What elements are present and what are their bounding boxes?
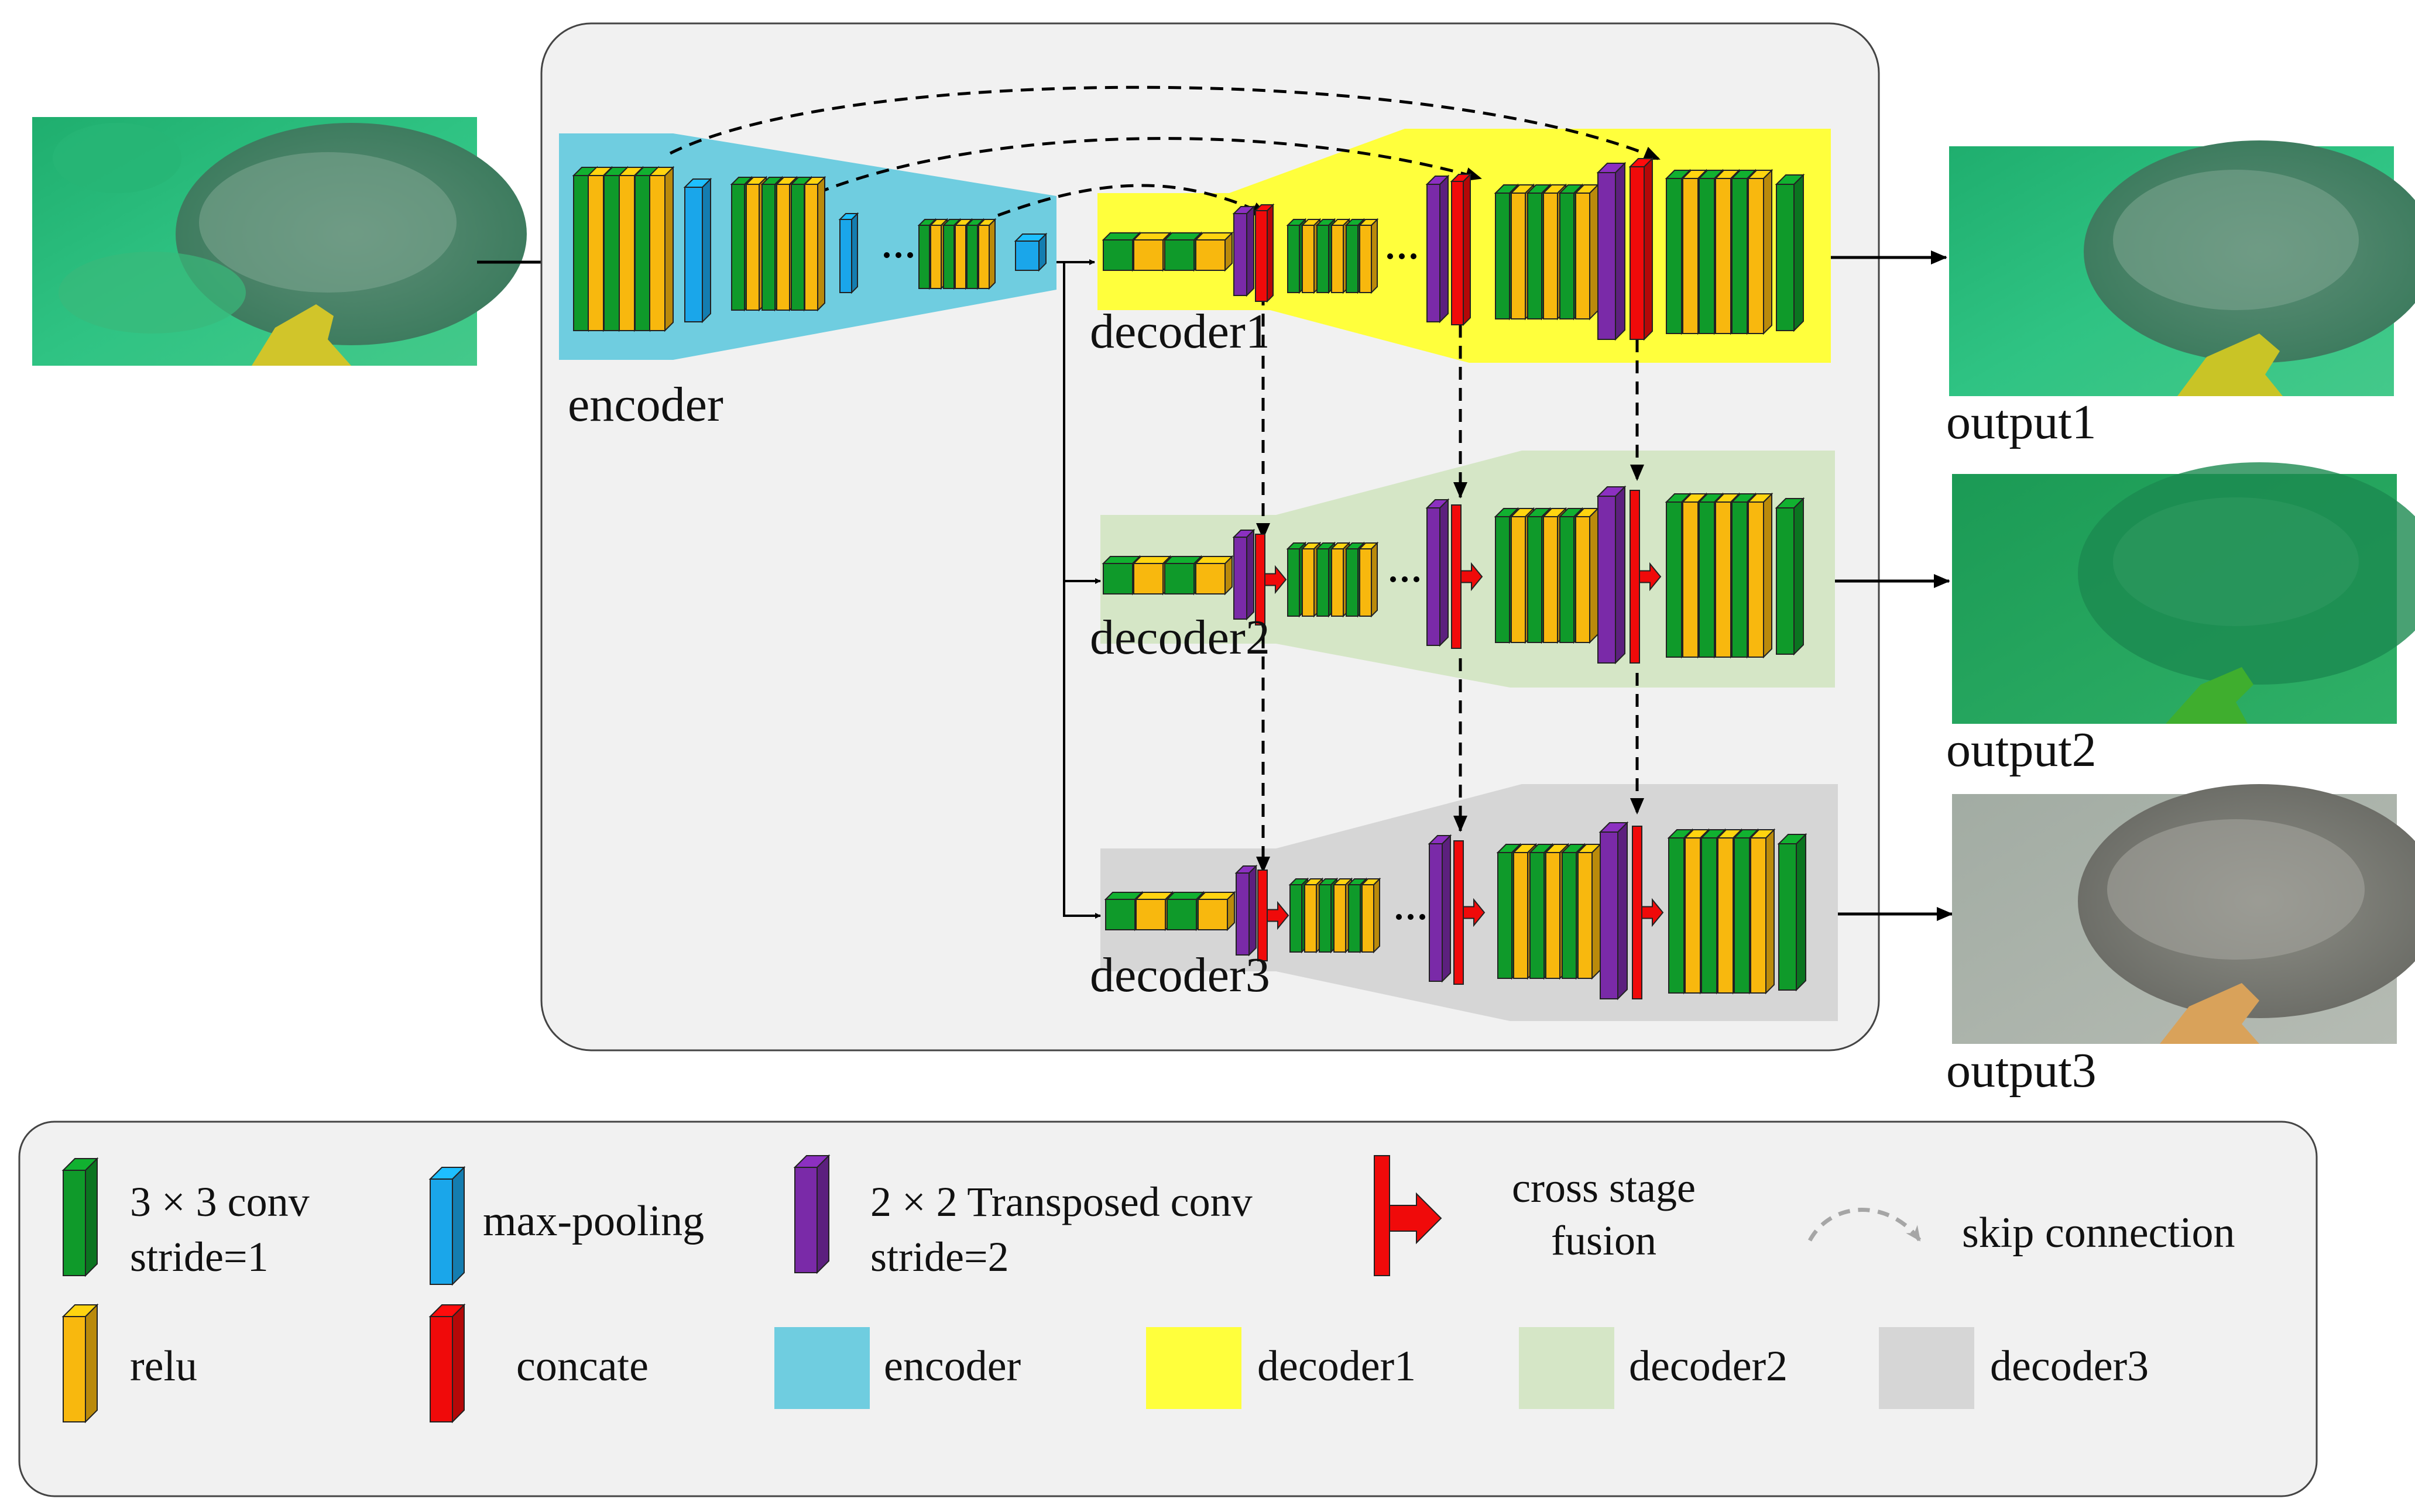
legend-swatch-decoder2-label: decoder2 — [1629, 1342, 1788, 1390]
relu-block — [1358, 218, 1379, 294]
relu-block — [1194, 231, 1234, 272]
output-arrows — [1831, 250, 1953, 921]
output3-label: output3 — [1946, 1043, 2097, 1098]
cross-stage-fusion-block — [1453, 840, 1486, 985]
relu-block — [1196, 891, 1236, 932]
cross-stage-fusion-block — [1451, 504, 1483, 649]
relu-block — [977, 218, 997, 290]
swatch-decoder2 — [1519, 1327, 1614, 1409]
decoder3-label: decoder3 — [1090, 948, 1270, 1002]
encoder-label: encoder — [568, 377, 723, 432]
decoder2-label: decoder2 — [1090, 610, 1270, 665]
maxpool-block — [1014, 232, 1048, 272]
legend-conv-text: 3 × 3 conv — [130, 1178, 310, 1225]
relu-block — [1749, 828, 1776, 995]
legend-relu-label: relu — [130, 1342, 198, 1390]
decoder1-label: decoder1 — [1090, 304, 1270, 359]
conv-block — [1775, 173, 1805, 332]
legend-tconv-stride: stride=2 — [870, 1233, 1009, 1280]
concate-block — [1628, 157, 1654, 341]
conv-block — [1775, 497, 1805, 656]
tconv-block — [1234, 864, 1258, 957]
blue-block-icon — [428, 1166, 466, 1286]
conv-block — [1777, 833, 1807, 992]
legend-fusion-label: cross stage fusion — [1487, 1162, 1721, 1267]
relu-block — [1574, 183, 1600, 321]
output1-image — [1949, 140, 2415, 396]
legend-skip-label: skip connection — [1962, 1209, 2235, 1257]
maxpool-block — [838, 212, 859, 294]
cross-stage-fusion-block — [1257, 870, 1289, 961]
output3-image — [1952, 784, 2415, 1044]
legend-fusion-line2: fusion — [1551, 1217, 1656, 1264]
input-image — [32, 117, 527, 366]
legend-tconv-text: 2 × 2 Transposed conv — [870, 1178, 1253, 1225]
tconv-block — [1598, 821, 1629, 1001]
orange-block-icon — [61, 1303, 99, 1424]
tconv-block — [1596, 485, 1627, 665]
output2-label: output2 — [1946, 723, 2097, 777]
swatch-decoder3 — [1879, 1327, 1974, 1409]
legend-panel — [18, 1121, 2318, 1497]
red-block-icon — [428, 1303, 466, 1424]
relu-block — [1194, 555, 1234, 596]
curved-dashed-arrow-icon — [1807, 1208, 1922, 1242]
legend-icons — [61, 1154, 831, 1424]
output1-label: output1 — [1946, 395, 2097, 449]
tconv-block — [1232, 205, 1255, 297]
conv-block — [1288, 877, 1309, 954]
tconv-block — [1428, 834, 1452, 983]
decoder2-region — [1100, 451, 1835, 688]
legend-swatch-encoder-label: encoder — [884, 1342, 1021, 1390]
relu-block — [648, 166, 675, 332]
cross-stage-fusion-block — [1255, 534, 1287, 626]
relu-block — [803, 176, 826, 312]
legend-maxpool-label: max-pooling — [483, 1197, 705, 1245]
cross-stage-fusion-block — [1630, 490, 1662, 664]
feed-lines — [1056, 259, 1101, 919]
relu-block — [1747, 169, 1773, 335]
legend-fusion-line1: cross stage — [1512, 1164, 1696, 1211]
output2-image — [1952, 462, 2415, 724]
concate-block — [1450, 173, 1472, 327]
skip-connections — [669, 85, 1661, 217]
relu-block — [1360, 877, 1381, 954]
legend-swatch-decoder1-label: decoder1 — [1257, 1342, 1416, 1390]
decoder3-region — [1100, 784, 1838, 1021]
swatch-encoder — [774, 1327, 870, 1409]
tconv-block — [1232, 528, 1255, 621]
legend-tconv-label: 2 × 2 Transposed conv stride=2 — [870, 1175, 1253, 1284]
purple-block-icon — [793, 1154, 831, 1274]
legend-conv-label: 3 × 3 conv stride=1 — [130, 1175, 310, 1284]
cross-stage-fusion-block — [1632, 826, 1664, 999]
relu-block — [1576, 843, 1602, 980]
maxpool-block — [683, 177, 712, 324]
concate-block — [1254, 203, 1275, 303]
tconv-block — [1425, 498, 1450, 647]
tconv-block — [1425, 174, 1450, 324]
relu-block — [1747, 492, 1773, 659]
legend-conv-stride: stride=1 — [130, 1233, 269, 1280]
legend-concate-label: concate — [516, 1342, 649, 1390]
layer-blocks — [572, 157, 1807, 1001]
cross-stage-fusion-icon — [1374, 1155, 1442, 1276]
relu-block — [1358, 541, 1379, 618]
legend-swatch-decoder3-label: decoder3 — [1990, 1342, 2149, 1390]
cross-stage-links — [1256, 293, 1644, 873]
tconv-block — [1596, 161, 1627, 341]
green-block-icon — [61, 1157, 99, 1277]
ellipsis-dots — [884, 252, 1425, 920]
relu-block — [1574, 507, 1600, 644]
swatch-decoder1 — [1146, 1327, 1241, 1409]
